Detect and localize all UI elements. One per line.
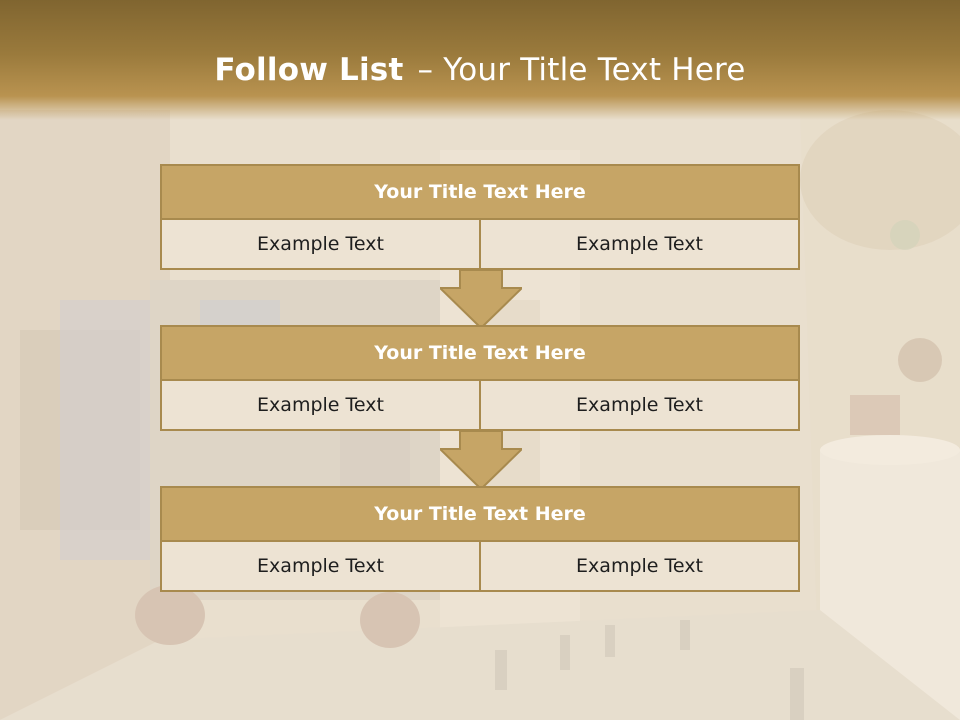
flow-cell-right: Example Text bbox=[481, 542, 800, 592]
flow-block-title: Your Title Text Here bbox=[160, 164, 800, 220]
flow-cell-left: Example Text bbox=[160, 220, 481, 270]
flow-block-3: Your Title Text Here Example Text Exampl… bbox=[160, 486, 800, 592]
down-arrow-icon bbox=[440, 270, 522, 328]
flow-cell-right: Example Text bbox=[481, 381, 800, 431]
title-dash: – bbox=[417, 52, 434, 88]
slide-title: Follow List–Your Title Text Here bbox=[0, 52, 960, 88]
down-arrow-icon bbox=[440, 431, 522, 489]
flow-block-row: Example Text Example Text bbox=[160, 542, 800, 592]
flow-cell-right: Example Text bbox=[481, 220, 800, 270]
title-bold: Follow List bbox=[214, 52, 404, 88]
flow-block-row: Example Text Example Text bbox=[160, 220, 800, 270]
flow-block-2: Your Title Text Here Example Text Exampl… bbox=[160, 325, 800, 431]
flow-block-row: Example Text Example Text bbox=[160, 381, 800, 431]
flow-cell-left: Example Text bbox=[160, 381, 481, 431]
flow-cell-left: Example Text bbox=[160, 542, 481, 592]
flow-block-title: Your Title Text Here bbox=[160, 325, 800, 381]
flow-block-1: Your Title Text Here Example Text Exampl… bbox=[160, 164, 800, 270]
flow-block-title: Your Title Text Here bbox=[160, 486, 800, 542]
title-rest: Your Title Text Here bbox=[443, 52, 746, 88]
header-band bbox=[0, 0, 960, 120]
